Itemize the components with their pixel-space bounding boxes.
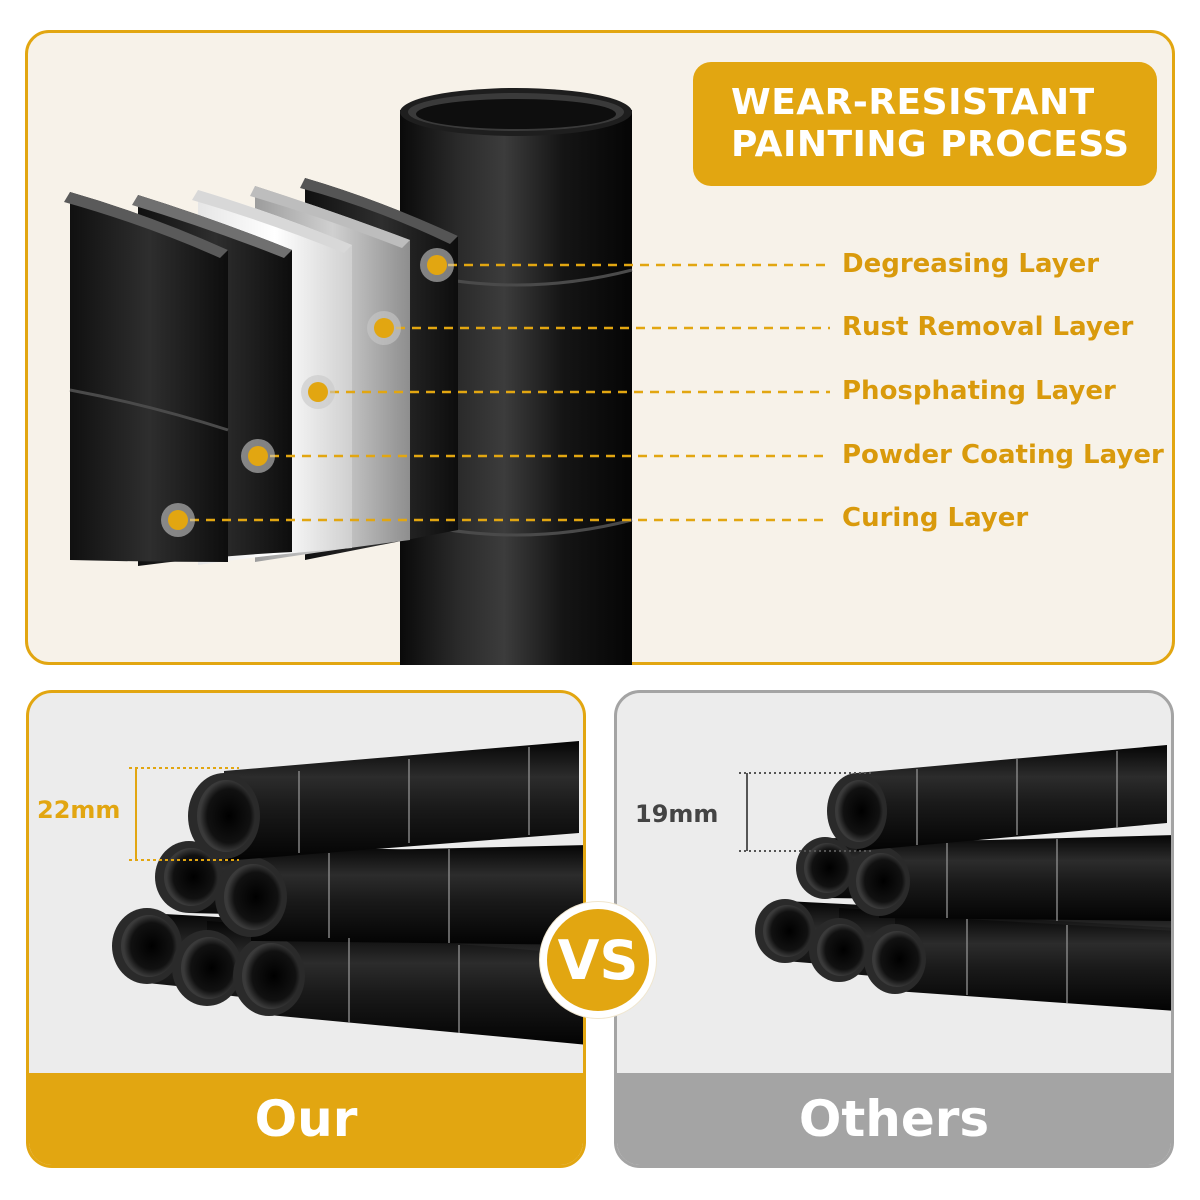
others-tube-stack: [739, 745, 1171, 1011]
vs-badge: VS: [540, 902, 656, 1018]
label-rust-removal-layer: Rust Removal Layer: [842, 312, 1134, 342]
others-label-band: Others: [617, 1073, 1171, 1165]
leader-lines: [190, 263, 830, 522]
layer-illustration: [64, 88, 830, 665]
label-degreasing-layer: Degreasing Layer: [842, 249, 1100, 279]
label-phosphating-layer: Phosphating Layer: [842, 376, 1116, 406]
our-diameter-label: 22mm: [37, 796, 121, 824]
label-powder-coating-layer: Powder Coating Layer: [842, 440, 1164, 470]
label-curing-layer: Curing Layer: [842, 503, 1029, 533]
title-line-2: PAINTING PROCESS: [731, 124, 1130, 165]
others-label: Others: [798, 1090, 990, 1148]
title-box: WEAR-RESISTANT PAINTING PROCESS: [693, 62, 1157, 186]
our-dimension-marker: [129, 767, 239, 861]
layer-dots: [161, 248, 454, 537]
others-comparison-panel: 19mm Others: [614, 690, 1174, 1168]
layer-slabs: [64, 178, 458, 566]
title-line-1: WEAR-RESISTANT: [731, 82, 1095, 123]
others-diameter-label: 19mm: [635, 800, 719, 828]
our-label-band: Our: [29, 1073, 583, 1165]
our-comparison-panel: 22mm Our: [26, 690, 586, 1168]
others-dimension-marker: [739, 772, 872, 852]
our-tube-stack: [112, 741, 583, 1045]
vs-label: VS: [557, 928, 639, 992]
our-label: Our: [254, 1090, 358, 1148]
